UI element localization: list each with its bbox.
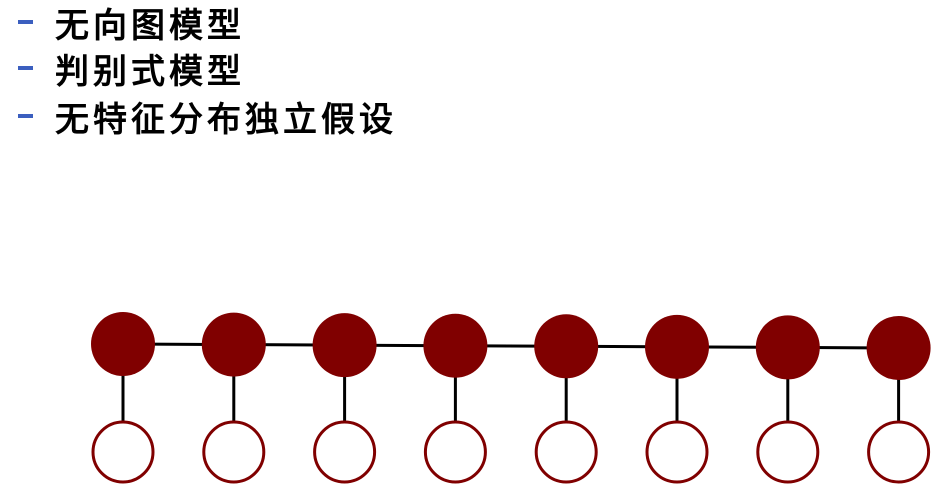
bullet-item: 无特征分布独立假设 <box>18 92 397 140</box>
bullet-label: 无向图模型 <box>55 5 245 46</box>
hidden-node <box>534 314 599 379</box>
bullet-item: 判别式模型 <box>18 44 397 92</box>
hidden-node <box>201 312 266 377</box>
hidden-node <box>645 314 709 379</box>
bullet-label: 判别式模型 <box>55 51 245 92</box>
dash-icon <box>18 20 33 24</box>
observed-node <box>91 420 155 484</box>
observed-node <box>645 420 709 484</box>
observed-node <box>423 420 487 484</box>
observed-node <box>756 420 820 484</box>
dash-icon <box>18 66 33 70</box>
hidden-node <box>866 316 931 380</box>
observed-node <box>313 420 377 484</box>
observed-node <box>202 420 266 484</box>
hidden-node <box>91 312 155 376</box>
bullet-list: 无向图模型 判别式模型 无特征分布独立假设 <box>18 0 397 140</box>
hidden-node <box>312 313 377 378</box>
observed-node <box>534 420 598 484</box>
hidden-node <box>423 313 488 378</box>
bullet-label: 无特征分布独立假设 <box>55 99 397 140</box>
bullet-item: 无向图模型 <box>18 0 397 46</box>
observed-node <box>867 420 931 484</box>
hidden-node <box>755 315 820 380</box>
dash-icon <box>18 114 33 118</box>
